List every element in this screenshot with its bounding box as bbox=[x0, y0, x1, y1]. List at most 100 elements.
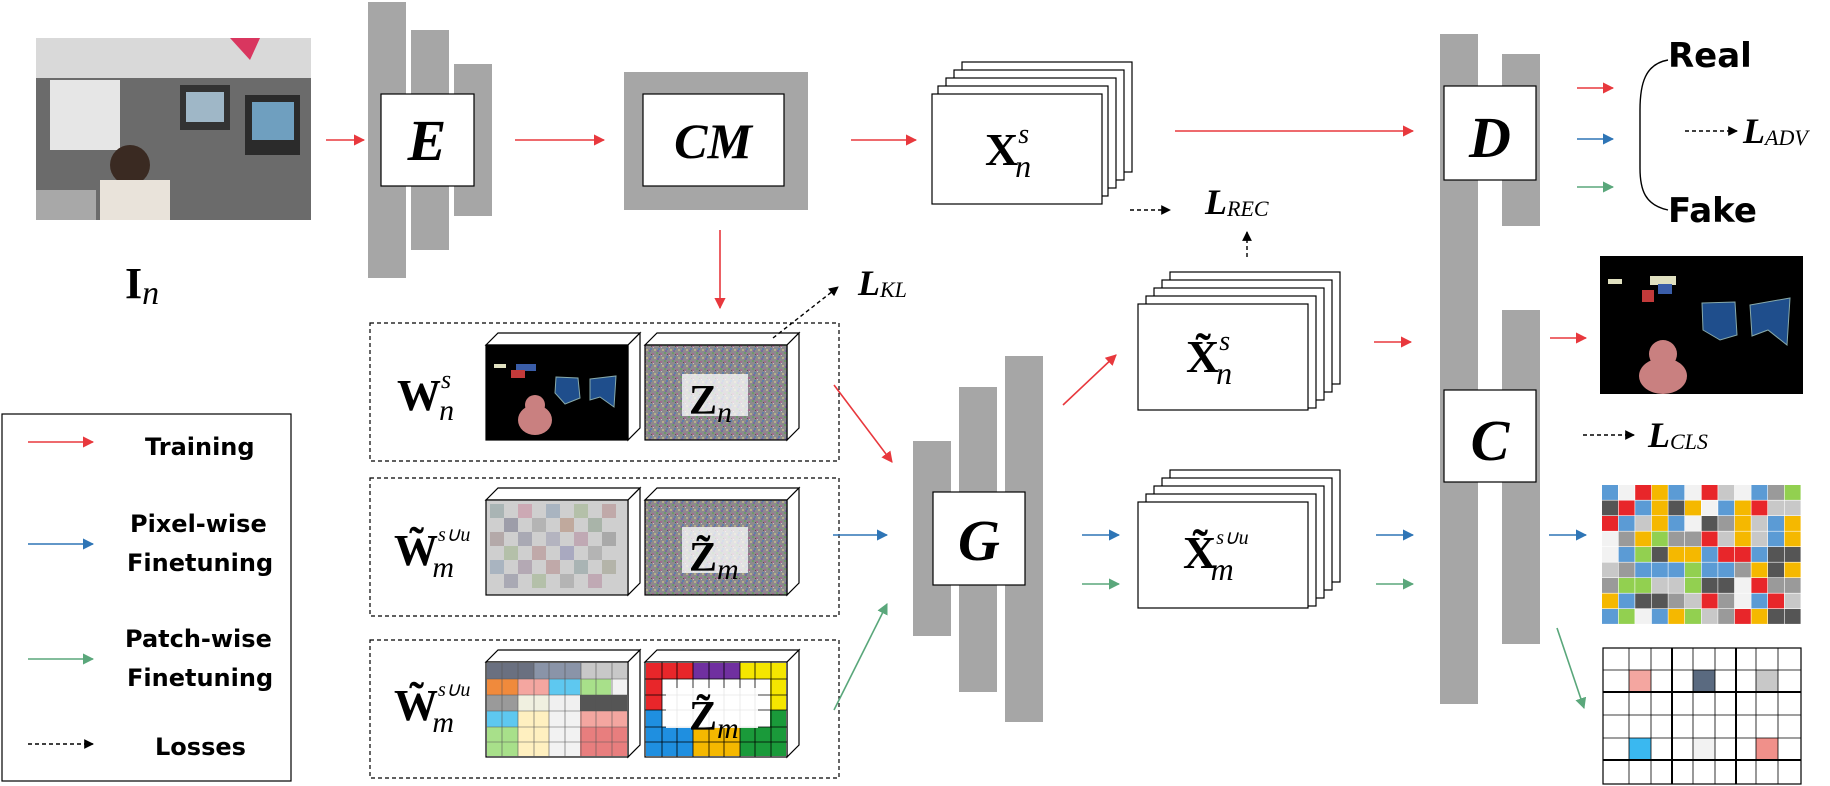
pixel-grid-cell bbox=[1635, 547, 1652, 562]
pixel-grid-cell bbox=[1768, 547, 1784, 562]
pixel-grid-cell bbox=[1618, 609, 1635, 624]
pixel-grid-cell bbox=[1784, 516, 1801, 531]
pixel-grid-cell bbox=[1768, 516, 1784, 531]
pixel-grid-cell bbox=[1701, 609, 1718, 624]
pixel-grid-cell bbox=[1602, 593, 1618, 609]
pixel-grid-cell bbox=[1751, 593, 1768, 609]
pixel-grid-cell bbox=[1701, 562, 1718, 578]
classifier-label: C bbox=[1471, 408, 1511, 473]
pixel-grid-cell bbox=[1768, 593, 1784, 609]
pixel-wise-arrows bbox=[833, 133, 1615, 541]
pixel-grid-cell bbox=[1618, 531, 1635, 547]
pixel-grid-cell bbox=[1751, 562, 1768, 578]
output-pixel-grid bbox=[1602, 485, 1801, 624]
pixel-grid-cell bbox=[1768, 500, 1784, 516]
pixel-grid-cell bbox=[1751, 609, 1768, 624]
pixel-grid-cell bbox=[1668, 531, 1685, 547]
pixel-grid-cell bbox=[1718, 516, 1735, 531]
encoder-block: E bbox=[368, 2, 492, 278]
pixel-grid-cell bbox=[1668, 609, 1685, 624]
pixel-grid-cell bbox=[1635, 516, 1652, 531]
pixel-grid-cell bbox=[1768, 562, 1784, 578]
pixel-grid-cell bbox=[1651, 609, 1668, 624]
svg-text:Zn: Zn bbox=[689, 378, 732, 429]
pixel-grid-cell bbox=[1718, 593, 1735, 609]
pixel-grid-cell bbox=[1651, 593, 1668, 609]
pixel-grid-cell bbox=[1685, 547, 1701, 562]
pixel-grid-cell bbox=[1668, 516, 1685, 531]
pixel-grid-cell bbox=[1718, 609, 1735, 624]
pixel-grid-cell bbox=[1651, 500, 1668, 516]
pixel-grid-cell bbox=[1751, 485, 1768, 500]
input-photo bbox=[36, 38, 311, 220]
pixel-grid-cell bbox=[1651, 516, 1668, 531]
pixel-grid-cell bbox=[1701, 578, 1718, 593]
pixel-grid-cell bbox=[1602, 516, 1618, 531]
pixel-grid-cell bbox=[1701, 485, 1718, 500]
cm-block: CM bbox=[624, 72, 808, 210]
pixel-grid-cell bbox=[1635, 531, 1652, 547]
encoder-label: E bbox=[407, 108, 447, 173]
pixel-grid-cell bbox=[1685, 485, 1701, 500]
pixel-grid-cell bbox=[1602, 609, 1618, 624]
legend-losses-label: Losses bbox=[155, 733, 246, 761]
pixel-grid-cell bbox=[1734, 485, 1751, 500]
pixel-grid-cell bbox=[1701, 593, 1718, 609]
legend-box bbox=[1, 413, 292, 782]
loss-arrows bbox=[772, 126, 1738, 440]
pixel-grid-cell bbox=[1701, 516, 1718, 531]
pixel-grid-cell bbox=[1635, 609, 1652, 624]
pixel-grid-cell bbox=[1734, 578, 1751, 593]
svg-text:Z̃m: Z̃m bbox=[689, 693, 739, 745]
pixel-grid-cell bbox=[1734, 516, 1751, 531]
pixel-grid-cell bbox=[1751, 531, 1768, 547]
pixel-grid-cell bbox=[1618, 593, 1635, 609]
pixel-grid-cell bbox=[1701, 547, 1718, 562]
pixel-grid-cell bbox=[1685, 578, 1701, 593]
pixel-grid-cell bbox=[1734, 531, 1751, 547]
pixel-grid-cell bbox=[1668, 578, 1685, 593]
legend-pixel-wise-label-2: Finetuning bbox=[127, 549, 273, 577]
pixel-grid-cell bbox=[1602, 500, 1618, 516]
pixel-grid-cell bbox=[1718, 485, 1735, 500]
pixel-grid-cell bbox=[1635, 485, 1652, 500]
real-fake-brace bbox=[1639, 59, 1669, 211]
pixel-grid-cell bbox=[1685, 531, 1701, 547]
pixel-grid-cell bbox=[1651, 578, 1668, 593]
pixel-grid-cell bbox=[1751, 500, 1768, 516]
pixel-grid-cell bbox=[1651, 485, 1668, 500]
generator-block: G bbox=[913, 356, 1043, 722]
pixel-grid-cell bbox=[1685, 500, 1701, 516]
pixel-grid-cell bbox=[1618, 578, 1635, 593]
pixel-grid-cell bbox=[1618, 500, 1635, 516]
pixel-grid-cell bbox=[1718, 500, 1735, 516]
patch-wise-arrows bbox=[833, 181, 1615, 711]
loss-kl-label: LKL bbox=[857, 263, 907, 303]
pixel-grid-cell bbox=[1635, 500, 1652, 516]
pixel-grid-cell bbox=[1602, 562, 1618, 578]
pixel-grid-cell bbox=[1618, 516, 1635, 531]
cm-label: CM bbox=[674, 113, 753, 169]
pixel-grid-cell bbox=[1751, 547, 1768, 562]
loss-rec-label: LREC bbox=[1204, 182, 1269, 222]
pixel-grid-cell bbox=[1784, 547, 1801, 562]
pixel-grid-cell bbox=[1784, 562, 1801, 578]
pixel-grid-cell bbox=[1668, 547, 1685, 562]
pixel-grid-cell bbox=[1651, 531, 1668, 547]
legend-patch-wise-label-2: Finetuning bbox=[127, 664, 273, 692]
pixel-grid-cell bbox=[1734, 547, 1751, 562]
pixel-grid-cell bbox=[1734, 500, 1751, 516]
pixel-grid-cell bbox=[1618, 485, 1635, 500]
legend: Training Pixel-wise Finetuning Patch-wis… bbox=[1, 413, 292, 782]
pixel-grid-cell bbox=[1685, 609, 1701, 624]
